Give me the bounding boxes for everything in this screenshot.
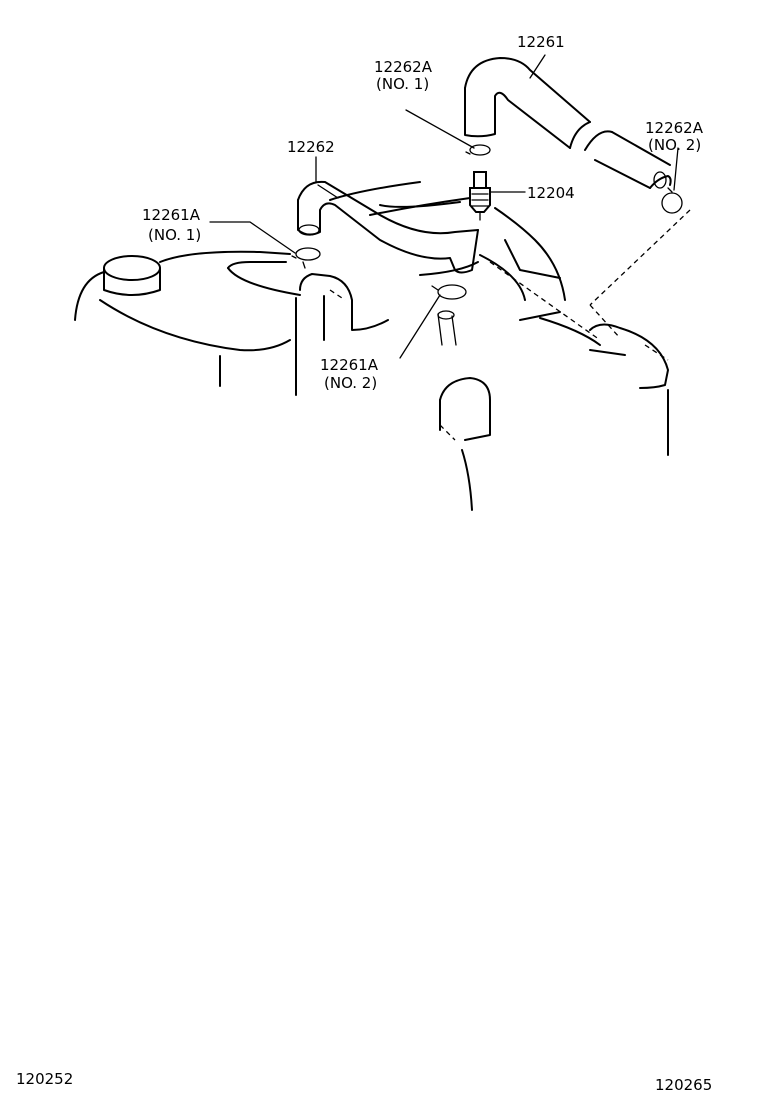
footer-left-code: 120252 (16, 1070, 73, 1088)
clamp-12262a-no2 (661, 187, 683, 214)
callout-12262a-no2-sub: (NO. 2) (648, 136, 701, 154)
callout-12261: 12261 (517, 33, 565, 51)
hose-12261 (464, 57, 672, 189)
callout-12262a-no2: 12262A (645, 119, 704, 137)
footer-right-code: 120265 (655, 1076, 712, 1094)
callout-12261a-no1-sub: (NO. 1) (148, 226, 201, 244)
clamp-12261a-no2 (431, 284, 467, 300)
engine-outline (74, 181, 669, 511)
dashed-connection-lines (329, 209, 691, 441)
leader-lines (209, 54, 679, 359)
callout-12261a-no1: 12261A (142, 206, 201, 224)
callout-12262a-no1: 12262A (374, 58, 433, 76)
callout-12204: 12204 (527, 184, 575, 202)
clamp-12262a-no1 (465, 144, 491, 156)
pcv-valve-12204 (469, 171, 491, 221)
callout-12262: 12262 (287, 138, 335, 156)
callout-12261a-no2: 12261A (320, 356, 379, 374)
clamp-12261a-no1 (291, 247, 321, 269)
callout-12262a-no1-sub: (NO. 1) (376, 75, 429, 93)
hose-12262 (297, 180, 479, 274)
callout-12261a-no2-sub: (NO. 2) (324, 374, 377, 392)
